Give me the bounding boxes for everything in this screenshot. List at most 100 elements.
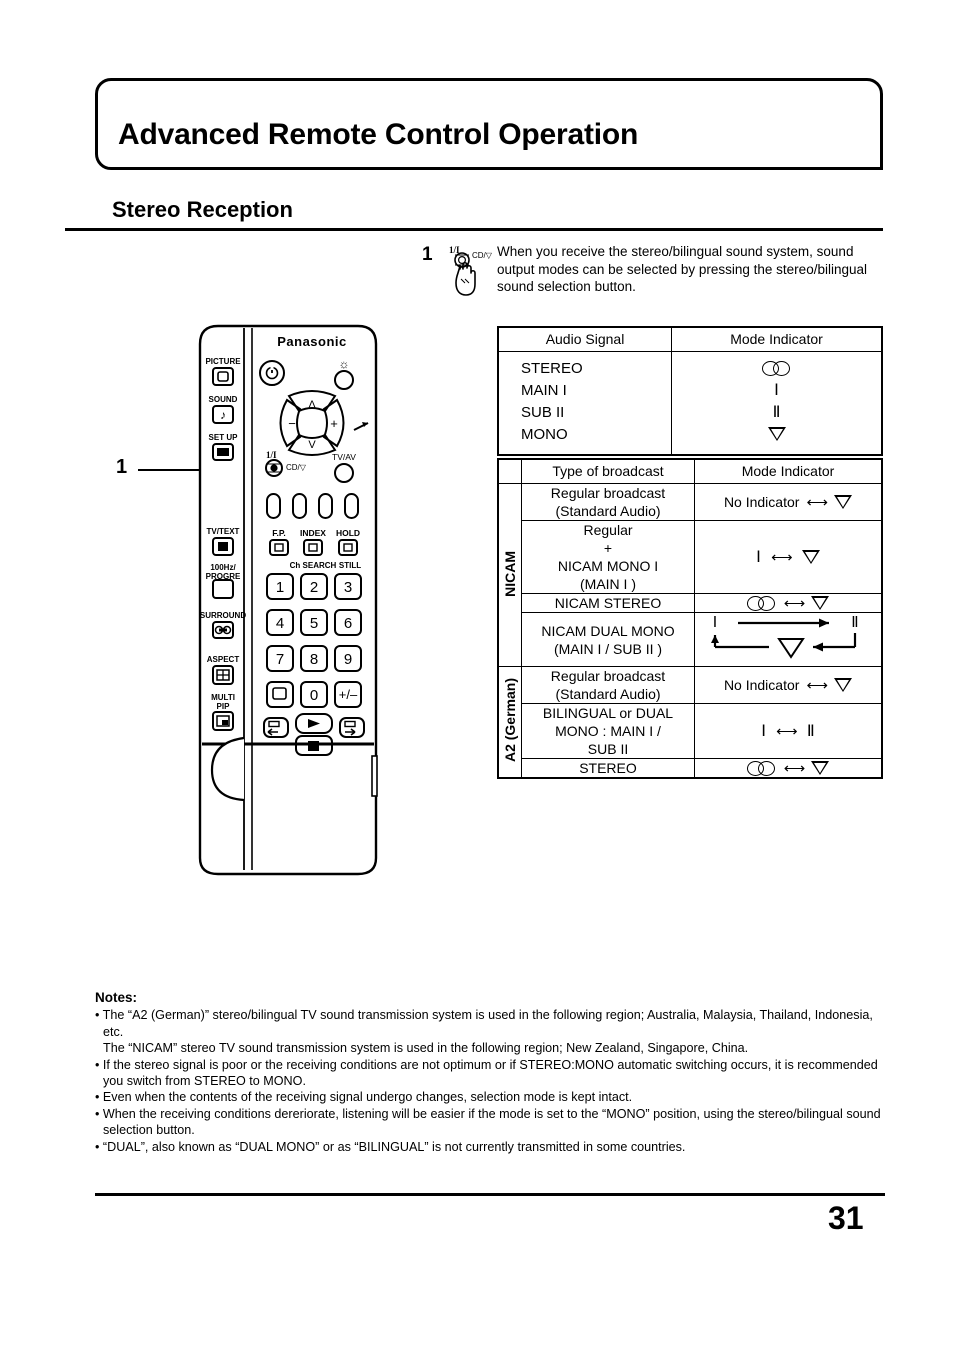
remote-control-illustration: Panasonic ☼ Λ − + V 1/I	[182, 318, 402, 878]
svg-text:100Hz/: 100Hz/	[210, 563, 236, 572]
double-arrow-icon: ⟷	[780, 595, 808, 612]
svg-text:2: 2	[310, 579, 318, 596]
triangle-down-icon	[834, 495, 853, 509]
broadcast-type-table: Type of broadcast Mode Indicator NICAM R…	[497, 458, 883, 779]
table-header-row: Audio Signal Mode Indicator	[497, 326, 883, 352]
broadcast-type-cell: NICAM STEREO	[521, 593, 695, 613]
no-indicator-label: No Indicator	[723, 677, 800, 693]
svg-text:F.P.: F.P.	[272, 528, 286, 538]
mode-indicator-cell: ⟷	[694, 593, 883, 613]
svg-text:INDEX: INDEX	[300, 528, 326, 538]
svg-text:HOLD: HOLD	[336, 528, 360, 538]
svg-text:1/I: 1/I	[449, 245, 460, 255]
triangle-down-icon	[811, 596, 830, 610]
audio-signal-main-i: MAIN I	[521, 382, 567, 399]
page-number: 31	[828, 1200, 864, 1236]
mode-indicator-cell: ⟷	[694, 758, 883, 779]
indicator-stereo	[672, 358, 881, 380]
svg-text:Λ: Λ	[308, 399, 316, 411]
column-header-audio-signal: Audio Signal	[497, 326, 672, 352]
table-row: NICAM Regular broadcast (Standard Audio)…	[497, 483, 883, 667]
stereo-icon	[746, 761, 777, 776]
svg-text:ASPECT: ASPECT	[207, 655, 240, 664]
note-item: The “NICAM” stereo TV sound transmission…	[103, 1041, 749, 1056]
svg-text:−: −	[288, 416, 296, 431]
mode-indicator-cell: Ⅰ Ⅱ	[694, 612, 883, 667]
mode-indicator-cell: No Indicator ⟷	[694, 666, 883, 704]
svg-text:SURROUND: SURROUND	[200, 611, 246, 620]
svg-text:6: 6	[344, 615, 352, 632]
note-item: • The “A2 (German)” stereo/bilingual TV …	[95, 1008, 873, 1039]
table-row: BILINGUAL or DUAL MONO : MAIN I / SUB II…	[498, 703, 883, 759]
mode-indicator-cell: Ⅰ ⟷ Ⅱ	[694, 703, 883, 759]
svg-text:V: V	[308, 439, 316, 451]
step-instruction-text: When you receive the stereo/bilingual so…	[497, 244, 867, 294]
notes-heading: Notes:	[95, 990, 138, 1005]
svg-text:+/–: +/–	[339, 687, 358, 702]
double-arrow-icon: ⟷	[803, 677, 831, 694]
double-arrow-icon: ⟷	[764, 549, 798, 566]
svg-text:8: 8	[310, 651, 318, 668]
dual-mono-cycle-diagram: Ⅰ Ⅱ	[703, 613, 873, 663]
svg-text:MULTI: MULTI	[211, 693, 235, 702]
svg-text:CD/▽: CD/▽	[286, 463, 307, 472]
triangle-down-icon	[811, 761, 830, 775]
notes-section: Notes: • The “A2 (German)” stereo/biling…	[95, 990, 895, 1155]
hand-pressing-button-icon: 1/I CD/▽	[447, 243, 501, 299]
svg-text:SOUND: SOUND	[209, 395, 238, 404]
svg-text:SET UP: SET UP	[209, 433, 239, 442]
svg-text:1: 1	[276, 579, 284, 596]
broadcast-type-line: NICAM DUAL MONO (MAIN I / SUB II )	[541, 622, 675, 657]
svg-text:Ch SEARCH: Ch SEARCH	[290, 561, 337, 570]
indicator-roman-one: Ⅰ	[774, 382, 779, 399]
roman-two-label: Ⅱ	[806, 723, 815, 740]
double-arrow-icon: ⟷	[803, 494, 831, 511]
table-body-row: STEREO MAIN I SUB II MONO Ⅰ Ⅱ	[497, 351, 883, 456]
indicator-mono	[672, 424, 881, 446]
stereo-icon	[761, 361, 792, 376]
footer-divider	[95, 1193, 885, 1196]
svg-text:PIP: PIP	[217, 702, 231, 711]
double-arrow-icon: ⟷	[780, 760, 808, 777]
double-arrow-icon: ⟷	[769, 723, 804, 740]
column-header-mode-indicator: Mode Indicator	[671, 326, 883, 352]
note-item: • If the stereo signal is poor or the re…	[95, 1057, 878, 1089]
triangle-down-icon	[834, 678, 853, 692]
svg-text:Ⅱ: Ⅱ	[851, 615, 858, 631]
note-item: • “DUAL”, also known as “DUAL MONO” or a…	[95, 1139, 686, 1154]
broadcast-type-line: BILINGUAL or DUAL MONO : MAIN I / SUB II	[542, 705, 674, 757]
svg-text:0: 0	[310, 687, 318, 704]
table-header-row: Type of broadcast Mode Indicator	[497, 458, 883, 484]
broadcast-type-line: Regular + NICAM MONO I (MAIN I )	[557, 522, 659, 592]
section-title: Stereo Reception	[112, 197, 293, 222]
header-banner	[95, 78, 883, 170]
broadcast-type-line: NICAM STEREO	[554, 595, 662, 611]
svg-text:Panasonic: Panasonic	[277, 334, 347, 349]
mode-indicator-cell: No Indicator ⟷	[694, 483, 883, 521]
no-indicator-label: No Indicator	[723, 494, 800, 510]
column-header-type-of-broadcast: Type of broadcast	[521, 458, 695, 484]
svg-text:CD/▽: CD/▽	[472, 251, 493, 260]
svg-text:5: 5	[310, 615, 318, 632]
broadcast-type-cell: Regular + NICAM MONO I (MAIN I )	[521, 520, 695, 594]
broadcast-type-cell: NICAM DUAL MONO (MAIN I / SUB II )	[521, 612, 695, 667]
page-title: Advanced Remote Control Operation	[118, 118, 639, 151]
table-row: NICAM DUAL MONO (MAIN I / SUB II ) Ⅰ Ⅱ	[498, 612, 883, 667]
broadcast-type-line: STEREO	[579, 760, 637, 776]
step-number: 1	[422, 244, 433, 265]
note-item: • Even when the contents of the receivin…	[95, 1090, 633, 1105]
broadcast-type-line: Regular broadcast (Standard Audio)	[550, 485, 666, 519]
stereo-icon	[746, 596, 777, 611]
triangle-down-icon	[767, 427, 786, 441]
section-divider	[65, 228, 883, 231]
svg-text:1/I: 1/I	[266, 450, 277, 460]
svg-text:Ⅰ: Ⅰ	[713, 615, 717, 631]
triangle-down-icon	[801, 550, 820, 564]
group-label-nicam: NICAM	[497, 483, 522, 667]
group-label-spacer	[497, 458, 522, 484]
svg-text:♪: ♪	[220, 408, 226, 422]
audio-signal-stereo: STEREO	[521, 360, 583, 377]
svg-text:PICTURE: PICTURE	[205, 357, 241, 366]
mode-indicator-cell: Ⅰ ⟷	[694, 520, 883, 594]
